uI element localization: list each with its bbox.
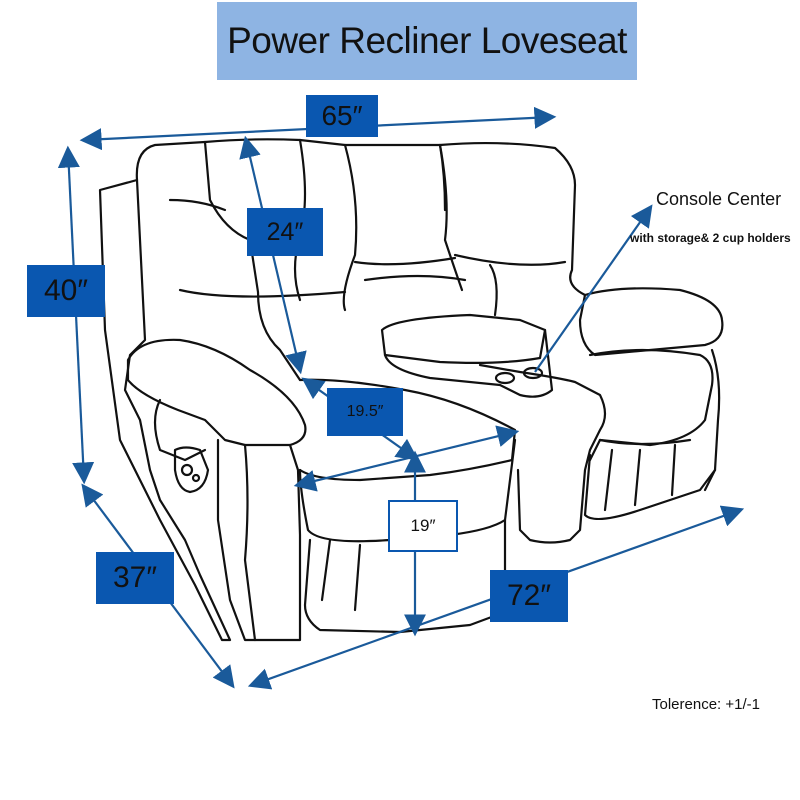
label-back-height-text: 24″ [266, 217, 304, 246]
label-total-height: 40″ [27, 265, 105, 317]
label-seat-height-text: 19″ [410, 516, 436, 535]
label-seat-depth-text: 19.5″ [346, 403, 384, 420]
label-depth-text: 37″ [113, 561, 157, 594]
middle-back-cushion [343, 143, 464, 292]
label-seat-depth: 19.5″ [327, 388, 403, 436]
label-depth: 37″ [96, 552, 174, 604]
right-back-cushion [438, 141, 587, 297]
label-seat-height: 19″ [388, 500, 458, 552]
right-seat-cushion [588, 348, 714, 447]
console-sublabel: with storage& 2 cup holders [630, 231, 791, 245]
label-total-height-text: 40″ [44, 274, 88, 307]
left-armrest [126, 338, 307, 447]
label-top-width-text: 65″ [321, 100, 363, 131]
left-arm-front [216, 438, 302, 642]
label-total-width: 72″ [490, 570, 568, 622]
right-armrest [578, 287, 724, 357]
console-lid [380, 313, 547, 364]
title-banner: Power Recliner Loveseat [217, 2, 637, 80]
arrow-console [534, 204, 653, 373]
label-total-width-text: 72″ [507, 579, 551, 612]
label-top-width: 65″ [306, 95, 378, 137]
label-back-height: 24″ [247, 208, 323, 256]
console-label: Console Center [656, 189, 782, 209]
page-title: Power Recliner Loveseat [227, 20, 627, 61]
tolerance-note: Tolerence: +1/-1 [652, 696, 760, 713]
